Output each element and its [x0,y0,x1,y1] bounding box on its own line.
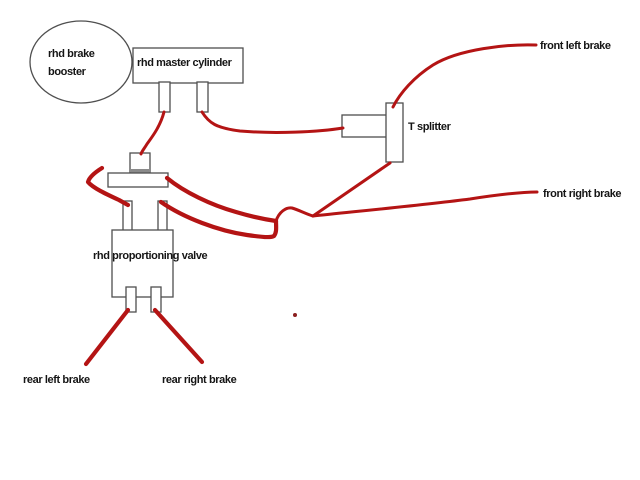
line-to-rear-right [152,307,205,365]
line-stem-sweep [158,199,279,240]
label-front-left-brake: front left brake [540,40,611,52]
master-cylinder-left-port [158,81,171,113]
line-master-to-valve-inlet [139,110,166,156]
stray-dot [293,313,297,317]
proportioning-valve-body [111,229,174,298]
brake-booster-ellipse [29,20,133,104]
master-cylinder-box [132,47,244,84]
line-junction-bump [274,206,315,223]
line-t-splitter-down [311,161,392,218]
line-to-front-right [311,190,539,218]
label-brake-booster-line2: booster [48,66,87,78]
t-splitter-arm [341,114,389,138]
t-splitter-body [385,102,404,163]
valve-flange [107,172,169,188]
line-left-hook [85,165,131,208]
label-front-right-brake: front right brake [543,188,621,200]
label-proportioning-valve: rhd proportioning valve [93,250,208,262]
master-cylinder-right-port [196,81,209,113]
line-to-rear-left [83,307,131,367]
label-brake-booster-line1: rhd brake [48,48,95,60]
valve-left-outlet-port [125,286,137,313]
label-master-cylinder: rhd master cylinder [137,57,233,69]
label-t-splitter: T splitter [408,121,452,133]
line-flange-sweep [164,175,279,224]
label-rear-right-brake: rear right brake [162,374,237,386]
line-t-splitter-to-front-left [391,43,538,109]
line-master-to-t-splitter [200,110,345,134]
valve-inlet-collar [131,169,149,175]
label-rear-left-brake: rear left brake [23,374,90,386]
